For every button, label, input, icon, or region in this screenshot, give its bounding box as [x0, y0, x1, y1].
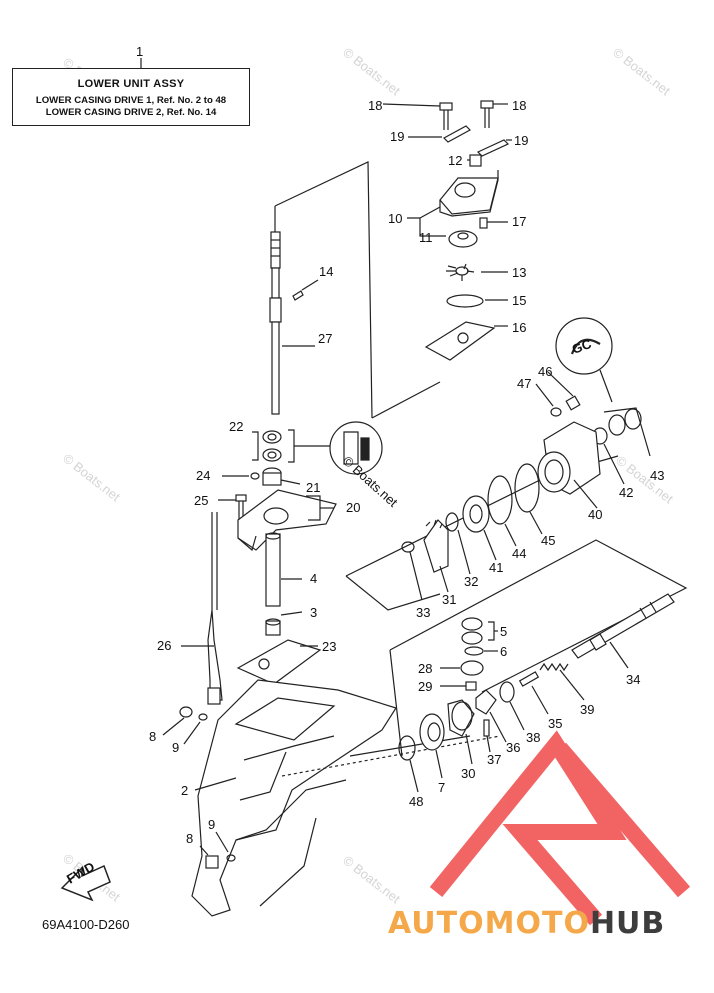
part-label-11: 11: [419, 230, 433, 245]
watermark: © Boats.net: [340, 45, 403, 99]
watermark: © Boats.net: [610, 45, 673, 99]
part-label-47: 47: [517, 376, 531, 391]
part-label-24: 24: [196, 468, 210, 483]
part-label-23: 23: [322, 639, 336, 654]
header-line-1: LOWER CASING DRIVE 1, Ref. No. 2 to 48: [35, 95, 227, 106]
part-label-9: 9: [172, 740, 179, 755]
bolt-18-right: [480, 100, 494, 128]
part-label-15: 15: [512, 293, 526, 308]
part-label-36: 36: [506, 740, 520, 755]
part-label-37: 37: [487, 752, 501, 767]
part-label-21: 21: [306, 480, 320, 495]
part-labels: 1 18 18 19 19 12 10 17 11 13 15 16 14 27…: [136, 44, 664, 846]
part-label-8: 8: [186, 831, 193, 846]
part-label-1: 1: [136, 44, 143, 59]
part-label-31: 31: [442, 592, 456, 607]
part-label-33: 33: [416, 605, 430, 620]
part-label-2: 2: [181, 783, 188, 798]
part-label-35: 35: [548, 716, 562, 731]
brand-part-2: HUB: [589, 906, 666, 941]
watermark: © Boats.net: [340, 853, 403, 907]
part-label-40: 40: [588, 507, 602, 522]
brand-wordmark: AUTOMOTOHUB: [388, 906, 708, 942]
part-label-45: 45: [541, 533, 555, 548]
watermark: © Boats.net: [60, 451, 123, 505]
part-label-26: 26: [157, 638, 171, 653]
reverse-gear-31: [423, 519, 449, 573]
lower-unit-assy-header: LOWER UNIT ASSY LOWER CASING DRIVE 1, Re…: [12, 68, 250, 126]
part-label-42: 42: [619, 485, 633, 500]
part-label-20: 20: [346, 500, 360, 515]
part-label-43: 43: [650, 468, 664, 483]
part-label-39: 39: [580, 702, 594, 717]
part-label-19: 19: [514, 133, 528, 148]
part-label-41: 41: [489, 560, 503, 575]
impeller-13: [446, 263, 475, 281]
part-label-32: 32: [464, 574, 478, 589]
part-label-38: 38: [526, 730, 540, 745]
part-label-46: 46: [538, 364, 552, 379]
part-label-12: 12: [448, 153, 462, 168]
part-label-6: 6: [500, 644, 507, 659]
part-label-27: 27: [318, 331, 332, 346]
drawing-code: 69A4100-D260: [42, 917, 129, 932]
line-art: [60, 58, 688, 917]
part-label-8: 8: [149, 729, 156, 744]
part-label-44: 44: [512, 546, 526, 561]
part-label-5: 5: [500, 624, 507, 639]
part-label-16: 16: [512, 320, 526, 335]
part-label-10: 10: [388, 211, 402, 226]
part-label-19: 19: [390, 129, 404, 144]
part-label-28: 28: [418, 661, 432, 676]
header-line-2: LOWER CASING DRIVE 2, Ref. No. 14: [45, 107, 217, 118]
drive-shaft-27: [269, 231, 282, 415]
part-label-30: 30: [461, 766, 475, 781]
bolt-18-left: [439, 102, 453, 130]
lower-casing-2: [191, 679, 397, 917]
part-label-3: 3: [310, 605, 317, 620]
part-label-13: 13: [512, 265, 526, 280]
shift-rod-26: [207, 512, 223, 705]
part-label-17: 17: [512, 214, 526, 229]
brand-part-1: AUTOMOTO: [388, 906, 590, 941]
header-title: LOWER UNIT ASSY: [77, 78, 185, 90]
part-label-34: 34: [626, 672, 640, 687]
part-label-29: 29: [418, 679, 432, 694]
part-label-25: 25: [194, 493, 208, 508]
propeller-shaft-housing-40: [537, 421, 601, 495]
part-label-18: 18: [368, 98, 382, 113]
part-label-9: 9: [208, 817, 215, 832]
forward-gear-30: [447, 699, 475, 737]
fwd-arrow-icon: [60, 864, 111, 902]
pump-housing-10: [439, 170, 499, 217]
part-label-22: 22: [229, 419, 243, 434]
gc-callout-label: GC: [570, 336, 594, 357]
part-label-14: 14: [319, 264, 333, 279]
propeller-shaft-34: [571, 593, 675, 659]
automotohub-logo-icon: [429, 730, 691, 926]
part-label-48: 48: [409, 794, 423, 809]
part-label-7: 7: [438, 780, 445, 795]
part-label-4: 4: [310, 571, 317, 586]
shaft-housing-20: [237, 489, 337, 552]
part-label-18: 18: [512, 98, 526, 113]
